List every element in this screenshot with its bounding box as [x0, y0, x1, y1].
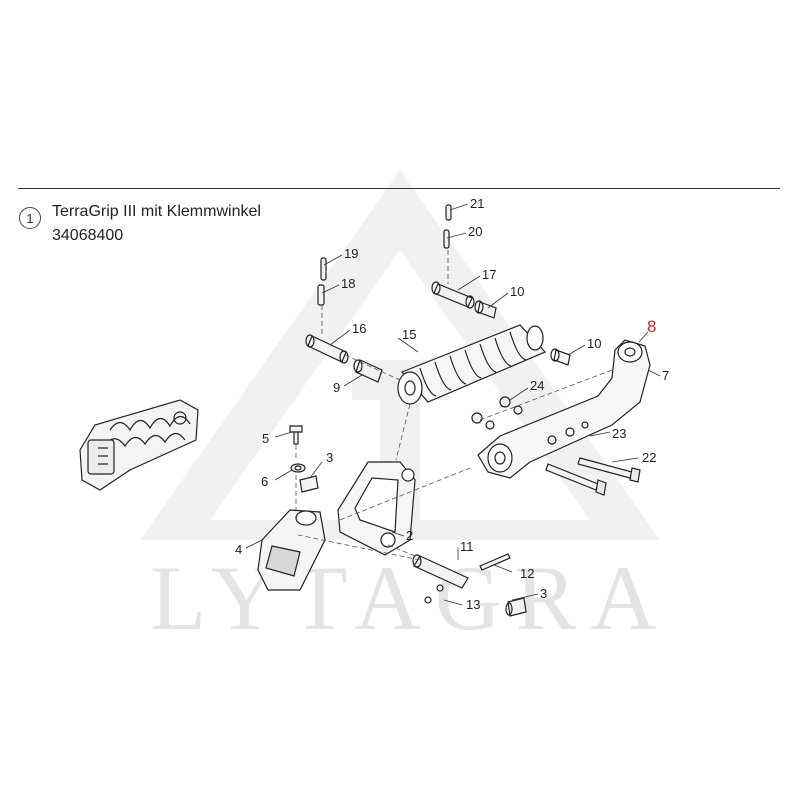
part-20-pin: [443, 229, 450, 249]
part-24-nut: [471, 396, 523, 430]
callout-15: 15: [402, 327, 416, 342]
part-7-rocker-arm: [477, 339, 651, 479]
leader-lines: [245, 203, 661, 606]
callout-9: 9: [333, 380, 340, 395]
callout-labels: 21 20 19 18 17 10 16 15 10 8 7 9 24 23 2…: [235, 196, 669, 612]
part-16-axle: [305, 334, 349, 364]
part-9-bushing: [353, 359, 383, 383]
watermark-text: LYTAGRA: [150, 547, 671, 649]
part-19-pin: [320, 257, 327, 281]
part-10-bushing-top: [474, 300, 497, 319]
callout-19: 19: [344, 246, 358, 261]
callout-20: 20: [468, 224, 482, 239]
part-13-nut: [424, 584, 444, 604]
figure-index: 1: [19, 207, 41, 229]
part-21-pin: [445, 204, 452, 221]
part-4-housing: [257, 509, 326, 591]
part-10-bushing-right: [550, 348, 571, 366]
callout-6: 6: [261, 474, 268, 489]
callout-13: 13: [466, 597, 480, 612]
part-18-pin: [317, 284, 325, 306]
part-3-bushing: [299, 475, 319, 493]
assembly-thumbnail: [79, 399, 199, 491]
part-6-washer: [290, 463, 306, 473]
callout-21: 21: [470, 196, 484, 211]
callout-10-right: 10: [587, 336, 601, 351]
part-22-bolt: [545, 457, 641, 496]
part-11-axle: [412, 554, 469, 589]
header-divider: [18, 188, 780, 189]
callout-11: 11: [460, 539, 474, 554]
callout-18: 18: [341, 276, 355, 291]
part-3-bushing-lower: [505, 597, 527, 617]
callout-16: 16: [352, 321, 366, 336]
callout-4: 4: [235, 542, 242, 557]
callout-24: 24: [530, 378, 544, 393]
part-12-pin: [479, 553, 511, 571]
part-2-bracket: [337, 461, 416, 556]
part-5-bolt: [289, 425, 303, 445]
product-code: 34068400: [52, 227, 124, 244]
callout-5: 5: [262, 431, 269, 446]
callout-2: 2: [406, 528, 413, 543]
callout-22: 22: [642, 450, 656, 465]
callout-23: 23: [612, 426, 626, 441]
callout-12: 12: [520, 566, 534, 581]
callout-7: 7: [662, 368, 669, 383]
part-17-axle: [431, 281, 475, 309]
callout-10-top: 10: [510, 284, 524, 299]
callout-3-lower: 3: [540, 586, 547, 601]
callout-3-upper: 3: [326, 450, 333, 465]
product-title: TerraGrip III mit Klemmwinkel: [52, 203, 261, 220]
callout-17: 17: [482, 267, 496, 282]
callout-8-highlighted: 8: [647, 317, 656, 336]
part-15-spring: [397, 324, 547, 405]
assembly-lines: [295, 250, 613, 561]
